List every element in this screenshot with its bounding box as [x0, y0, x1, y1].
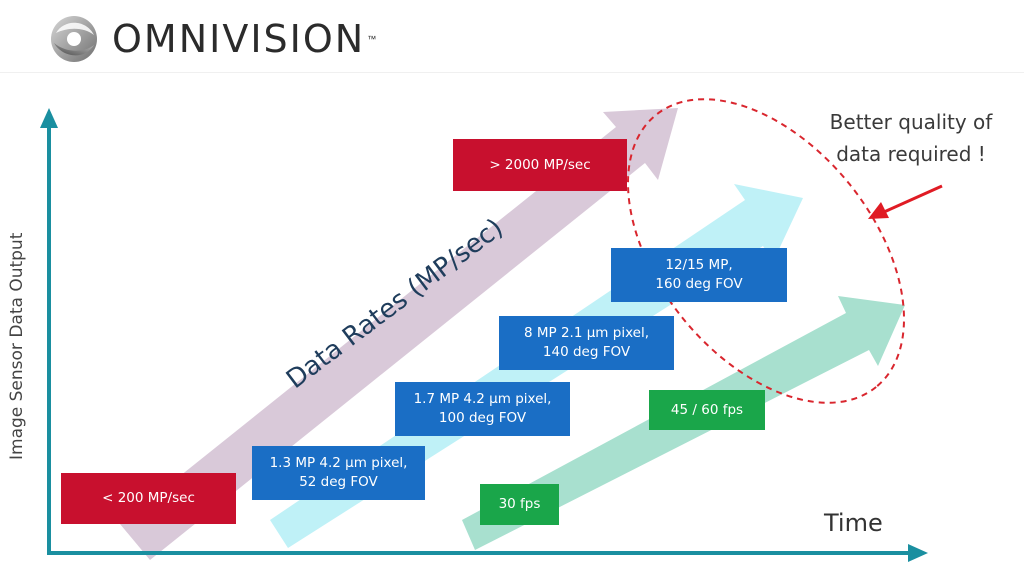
fps-high-label: 45 / 60 fps [670, 401, 744, 418]
data-rate-high-box: > 2000 MP/sec [453, 139, 627, 191]
resolution-box-4: 12/15 MP, 160 deg FOV [611, 248, 787, 302]
fps-low-label: 30 fps [498, 496, 541, 512]
resolution-box-3-line-2: 140 deg FOV [542, 344, 631, 360]
quality-callout-line-1: Better quality of [829, 110, 993, 134]
resolution-box-1-line-2: 52 deg FOV [299, 474, 378, 490]
x-axis-arrowhead [908, 544, 928, 562]
data-rate-high-label: > 2000 MP/sec [489, 156, 591, 173]
y-axis-arrowhead [40, 108, 58, 128]
callout-pointer-line [883, 184, 943, 214]
resolution-box-1-line-1: 1.3 MP 4.2 µm pixel, [269, 455, 408, 471]
fps-high-box: 45 / 60 fps [649, 390, 765, 430]
omnivision-logo-icon [51, 16, 97, 62]
brand-name: OMNIVISION [112, 17, 366, 61]
data-rate-low-label: < 200 MP/sec [102, 490, 195, 506]
header-divider [0, 72, 1024, 73]
callout-pointer-arrowhead [868, 202, 889, 219]
resolution-box-2-line-1: 1.7 MP 4.2 µm pixel, [413, 391, 552, 407]
resolution-box-1: 1.3 MP 4.2 µm pixel, 52 deg FOV [252, 446, 425, 500]
data-rate-low-box: < 200 MP/sec [61, 473, 236, 524]
resolution-box-2: 1.7 MP 4.2 µm pixel, 100 deg FOV [395, 382, 570, 436]
x-axis-label: Time [824, 509, 883, 537]
quality-highlight-ellipse [627, 98, 905, 404]
quality-callout-line-2: data required ! [836, 142, 986, 166]
resolution-box-2-line-2: 100 deg FOV [438, 410, 527, 426]
quality-callout: Better quality of data required ! [806, 106, 1016, 170]
resolution-box-3-line-1: 8 MP 2.1 µm pixel, [524, 325, 649, 341]
fps-low-box: 30 fps [480, 484, 559, 525]
y-axis-label: Image Sensor Data Output [7, 232, 27, 460]
resolution-box-4-line-1: 12/15 MP, [665, 257, 733, 273]
resolution-box-4-line-2: 160 deg FOV [655, 276, 743, 292]
trademark-symbol: ™ [367, 34, 377, 44]
resolution-box-3: 8 MP 2.1 µm pixel, 140 deg FOV [499, 316, 674, 370]
